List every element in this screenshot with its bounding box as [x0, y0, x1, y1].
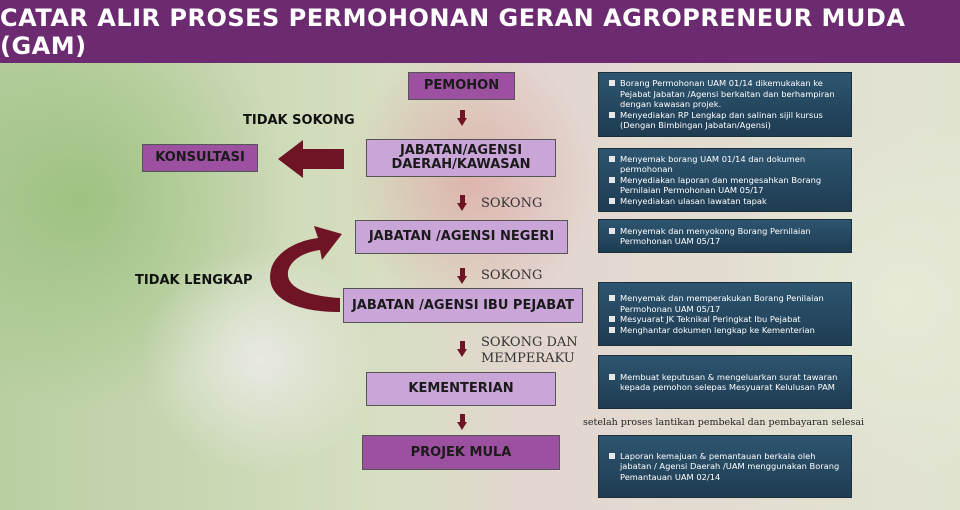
node-konsultasi: KONSULTASI — [142, 144, 258, 172]
node-projek-mula: PROJEK MULA — [362, 435, 560, 470]
node-kementerian: KEMENTERIAN — [366, 372, 556, 406]
info-item: Menyediakan ulasan lawatan tapak — [609, 196, 845, 207]
info-item: Mesyuarat JK Teknikal Peringkat Ibu Peja… — [609, 314, 845, 325]
label-tidak-lengkap: TIDAK LENGKAP — [135, 273, 253, 288]
note-text: setelah proses lantikan pembekal dan pem… — [583, 417, 865, 428]
label-tidak-sokong: TIDAK SOKONG — [243, 113, 355, 128]
label-sokong: SOKONG — [481, 196, 543, 211]
node-daerah: JABATAN/AGENSI DAERAH/KAWASAN — [366, 139, 556, 177]
info-item: Menyemak borang UAM 01/14 dan dokumen pe… — [609, 154, 845, 175]
info-box-projek-mula: Laporan kemajuan & pemantauan berkala ol… — [598, 435, 852, 498]
info-box-daerah: Menyemak borang UAM 01/14 dan dokumen pe… — [598, 148, 852, 212]
node-ibu-pejabat: JABATAN /AGENSI IBU PEJABAT — [343, 288, 583, 323]
label-memperaku: MEMPERAKU — [481, 351, 575, 366]
info-box-pemohon: Borang Permohonan UAM 01/14 dikemukakan … — [598, 72, 852, 137]
info-box-negeri: Menyemak dan menyokong Borang Pernilaian… — [598, 219, 852, 253]
info-item: Menyediakan RP Lengkap dan salinan sijil… — [609, 110, 845, 131]
info-item: Laporan kemajuan & pemantauan berkala ol… — [609, 451, 845, 483]
arrow-down-icon — [457, 195, 468, 211]
arrow-left-icon — [278, 140, 344, 178]
info-item: Menyemak dan memperakukan Borang Penilai… — [609, 293, 845, 314]
info-item: Menyediakan laporan dan mengesahkan Bora… — [609, 175, 845, 196]
label-sokong-dan: SOKONG DAN — [481, 335, 578, 350]
info-box-ibu-pejabat: Menyemak dan memperakukan Borang Penilai… — [598, 282, 852, 346]
page-title: CATAR ALIR PROSES PERMOHONAN GERAN AGROP… — [0, 0, 960, 63]
node-negeri: JABATAN /AGENSI NEGERI — [355, 220, 568, 254]
info-box-kementerian: Membuat keputusan & mengeluarkan surat t… — [598, 355, 852, 409]
info-item: Menghantar dokumen lengkap ke Kementeria… — [609, 325, 845, 336]
arrow-down-icon — [457, 268, 468, 284]
info-item: Menyemak dan menyokong Borang Pernilaian… — [609, 226, 845, 247]
info-item: Borang Permohonan UAM 01/14 dikemukakan … — [609, 78, 845, 110]
arrow-down-icon — [457, 341, 468, 357]
info-item: Membuat keputusan & mengeluarkan surat t… — [609, 372, 845, 393]
arrow-down-icon — [457, 414, 468, 430]
node-pemohon: PEMOHON — [408, 72, 515, 100]
label-sokong: SOKONG — [481, 268, 543, 283]
curved-arrow-icon — [270, 226, 342, 312]
arrow-down-icon — [457, 110, 468, 126]
